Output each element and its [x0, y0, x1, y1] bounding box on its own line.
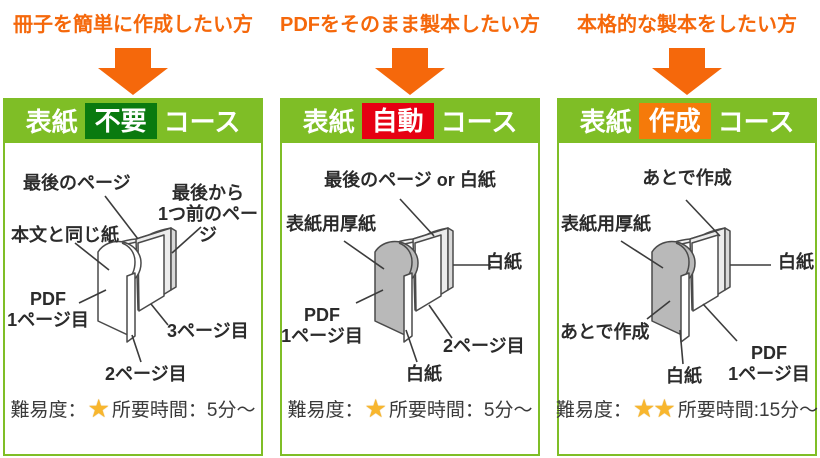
audience-heading: 本格的な製本をしたい方 — [577, 14, 797, 36]
course-title-suffix: コース — [440, 107, 518, 137]
audience-heading: PDFをそのまま製本したい方 — [280, 14, 540, 36]
course-title-suffix: コース — [163, 107, 241, 137]
course-column-create-cover: 本格的な製本をしたい方 表紙 作成 コース — [555, 12, 819, 456]
difficulty-stars: ★★ — [632, 394, 676, 423]
difficulty-row: 難易度： ★ 所要時間：5分～ — [282, 395, 538, 422]
time-required: 所要時間:15分～ — [677, 400, 819, 421]
course-header: 表紙 自動 コース — [282, 98, 538, 143]
course-card: 表紙 自動 コース — [280, 98, 540, 456]
diagram-label: 最後のページ — [23, 173, 131, 193]
course-header: 表紙 作成 コース — [559, 98, 815, 143]
course-column-auto-cover: PDFをそのまま製本したい方 表紙 自動 コース — [280, 12, 540, 456]
diagram-label: あとで作成 — [642, 168, 732, 188]
course-column-no-cover: 冊子を簡単に作成したい方 表紙 不要 コース — [3, 12, 263, 456]
course-title-suffix: コース — [717, 107, 795, 137]
difficulty-label: 難易度： — [287, 400, 364, 421]
booklet-diagram — [74, 195, 202, 363]
course-diagram-area: 最後のページ 最後から 1つ前のページ 本文と同じ紙 PDF 1ページ目 3ペー… — [5, 143, 261, 454]
course-badge: 作成 — [638, 102, 711, 139]
diagram-label: 2ページ目 — [443, 336, 525, 356]
booklet-diagram — [343, 198, 491, 363]
course-header: 表紙 不要 コース — [5, 98, 261, 143]
diagram-label: PDF 1ページ目 — [281, 305, 363, 346]
course-card: 表紙 不要 コース — [3, 98, 263, 456]
course-title-prefix: 表紙 — [579, 107, 632, 137]
diagram-label: 2ページ目 — [105, 364, 187, 384]
diagram-label: PDF 1ページ目 — [7, 289, 89, 330]
difficulty-row: 難易度： ★ 所要時間：5分～ — [5, 395, 261, 422]
diagram-label: 白紙 — [778, 252, 814, 272]
down-arrow-icon — [98, 48, 168, 95]
course-diagram-area: 最後のページ or 白紙 表紙用厚紙 白紙 PDF 1ページ目 2ページ目 白紙… — [281, 143, 538, 454]
course-badge: 不要 — [84, 102, 157, 139]
diagram-label: PDF 1ページ目 — [728, 343, 810, 384]
diagram-label: 白紙 — [406, 364, 442, 384]
difficulty-label: 難易度： — [10, 400, 87, 421]
difficulty-stars: ★ — [87, 394, 110, 423]
diagram-label: 最後のページ or 白紙 — [324, 170, 496, 190]
diagram-label: 3ページ目 — [167, 321, 249, 341]
booklet-diagram — [620, 199, 771, 365]
diagram-label: 表紙用厚紙 — [561, 214, 651, 234]
diagram-label: 白紙 — [666, 366, 702, 386]
down-arrow-icon — [652, 48, 722, 95]
diagram-label: 最後から 1つ前のページ — [157, 183, 258, 245]
down-arrow-icon — [375, 48, 445, 95]
audience-heading: 冊子を簡単に作成したい方 — [13, 14, 253, 36]
diagram-label: 本文と同じ紙 — [11, 225, 119, 245]
difficulty-stars: ★ — [364, 394, 387, 423]
course-badge: 自動 — [361, 102, 434, 139]
course-title-prefix: 表紙 — [302, 107, 355, 137]
course-diagram-area: あとで作成 表紙用厚紙 白紙 あとで作成 白紙 PDF 1ページ目 難易度： ★… — [555, 143, 819, 454]
difficulty-row: 難易度： ★★ 所要時間:15分～ — [555, 394, 819, 423]
course-card: 表紙 作成 コース — [555, 98, 819, 456]
diagram-label: 白紙 — [486, 252, 522, 272]
diagram-label: 表紙用厚紙 — [286, 214, 376, 234]
diagram-label: あとで作成 — [560, 322, 650, 342]
time-required: 所要時間：5分～ — [388, 400, 533, 421]
time-required: 所要時間：5分～ — [111, 400, 256, 421]
course-title-prefix: 表紙 — [25, 107, 78, 137]
difficulty-label: 難易度： — [555, 400, 632, 421]
